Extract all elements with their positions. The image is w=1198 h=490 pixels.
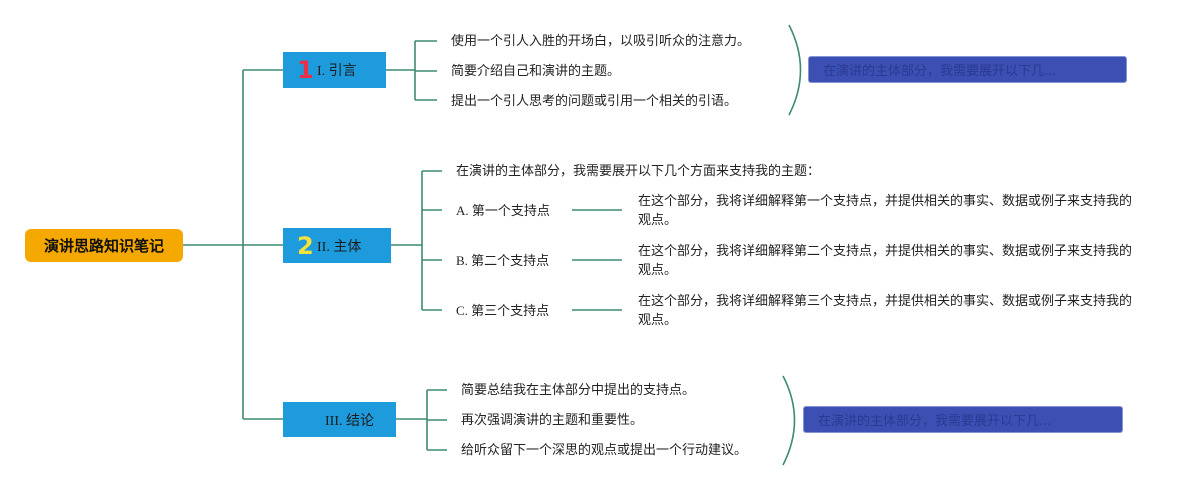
list-item: 提出一个引人思考的问题或引用一个相关的引语。 (451, 94, 738, 109)
root-title: 演讲思路知识笔记 (43, 237, 164, 255)
list-item: 简要总结我在主体部分中提出的支持点。 (461, 383, 696, 398)
summary-box[interactable]: 在演讲的主体部分，我需要展开以下几... (808, 56, 1127, 83)
list-item: 简要介绍自己和演讲的主题。 (451, 64, 621, 79)
summary-text: 在演讲的主体部分，我需要展开以下几... (823, 64, 1057, 79)
support-point-b: B. 第二个支持点 (456, 253, 550, 268)
section-conclusion-label: III. 结论 (325, 413, 374, 429)
section-body[interactable]: 2 II. 主体 (283, 228, 391, 263)
list-item: 再次强调演讲的主题和重要性。 (461, 413, 644, 428)
summary-box[interactable]: 在演讲的主体部分，我需要展开以下几... (803, 406, 1123, 433)
summary-text: 在演讲的主体部分，我需要展开以下几... (818, 414, 1052, 429)
list-item: 给听众留下一个深思的观点或提出一个行动建议。 (461, 443, 748, 458)
section-conclusion[interactable]: III. 结论 (283, 402, 396, 437)
number-two-icon: 2 (297, 231, 314, 260)
list-item: 使用一个引人入胜的开场白，以吸引听众的注意力。 (451, 34, 751, 49)
body-intro-text: 在演讲的主体部分，我需要展开以下几个方面来支持我的主题： (456, 164, 821, 179)
support-point-a-detail: 在这个部分，我将详细解释第一个支持点，并提供相关的事实、数据或例子来支持我的观点… (638, 194, 1133, 228)
number-one-icon: 1 (297, 56, 314, 84)
root-node[interactable]: 演讲思路知识笔记 (25, 229, 183, 262)
section-body-label: II. 主体 (317, 239, 362, 255)
support-point-c-detail: 在这个部分，我将详细解释第三个支持点，并提供相关的事实、数据或例子来支持我的观点… (638, 294, 1133, 328)
section-intro-label: I. 引言 (317, 64, 357, 79)
support-point-c: C. 第三个支持点 (456, 303, 550, 318)
support-point-b-detail: 在这个部分，我将详细解释第二个支持点，并提供相关的事实、数据或例子来支持我的观点… (638, 244, 1133, 278)
section-intro[interactable]: 1 I. 引言 (283, 52, 386, 88)
support-point-a: A. 第一个支持点 (456, 203, 550, 218)
